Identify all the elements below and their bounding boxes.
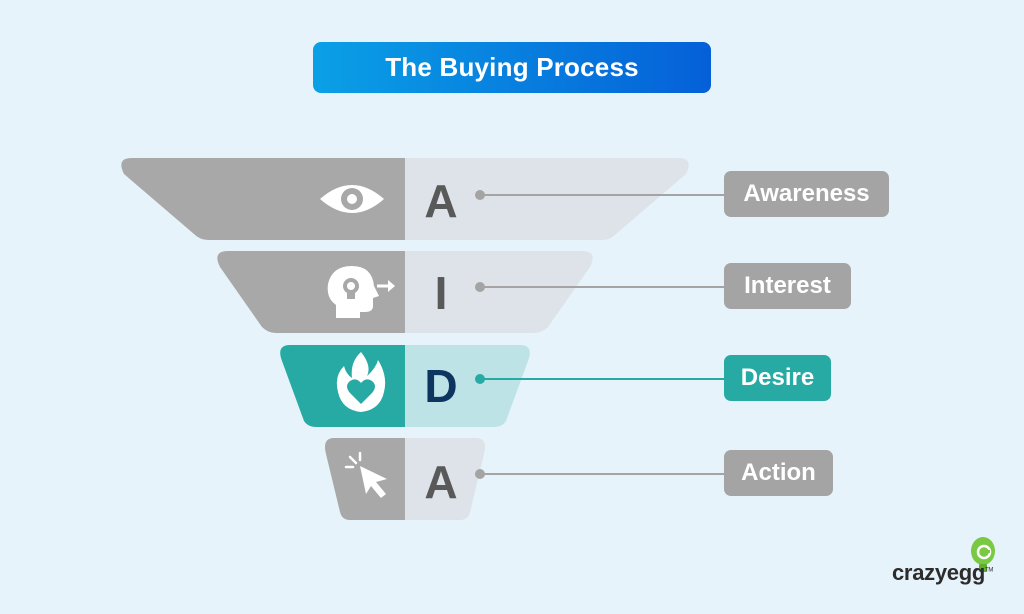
stage-4-label: Action xyxy=(741,459,816,486)
stage-1-left-segment xyxy=(121,158,405,240)
stage-label-desire: Desire xyxy=(724,355,831,401)
stage-2-connector-dot xyxy=(475,282,485,292)
stage-1-letter: A xyxy=(424,175,457,227)
stage-2-letter: I xyxy=(435,267,448,319)
stage-3-letter: D xyxy=(424,360,457,412)
stage-3-right-segment xyxy=(405,345,530,427)
eye-icon xyxy=(320,185,384,213)
logo-text: crazyegg xyxy=(892,560,985,585)
funnel-stage-interest: I xyxy=(217,251,724,333)
crazyegg-logo: crazyeggTM xyxy=(892,560,993,586)
stage-3-connector-dot xyxy=(475,374,485,384)
logo-trademark: TM xyxy=(984,567,994,574)
funnel-stage-action: A xyxy=(325,438,724,520)
stage-4-right-segment xyxy=(405,438,485,520)
stage-2-right-segment xyxy=(405,251,593,333)
stage-3-label: Desire xyxy=(740,364,815,391)
stage-2-label: Interest xyxy=(744,272,831,299)
crazyegg-egg-icon xyxy=(971,537,995,572)
stage-label-awareness: Awareness xyxy=(724,171,889,217)
title-banner: The Buying Process xyxy=(313,42,711,93)
funnel-stage-awareness: A xyxy=(121,158,724,240)
stage-1-label: Awareness xyxy=(743,180,870,207)
stage-4-connector-dot xyxy=(475,469,485,479)
cursor-click-icon xyxy=(344,451,387,498)
flaming-heart-icon xyxy=(336,352,386,412)
stage-label-action: Action xyxy=(724,450,833,496)
stage-1-right-segment xyxy=(405,158,689,240)
stage-label-interest: Interest xyxy=(724,263,851,309)
idea-head-icon xyxy=(327,266,395,318)
funnel-stage-desire: D xyxy=(280,345,724,427)
stage-1-connector-dot xyxy=(475,190,485,200)
stage-4-letter: A xyxy=(424,456,457,508)
page-title: The Buying Process xyxy=(385,52,639,82)
